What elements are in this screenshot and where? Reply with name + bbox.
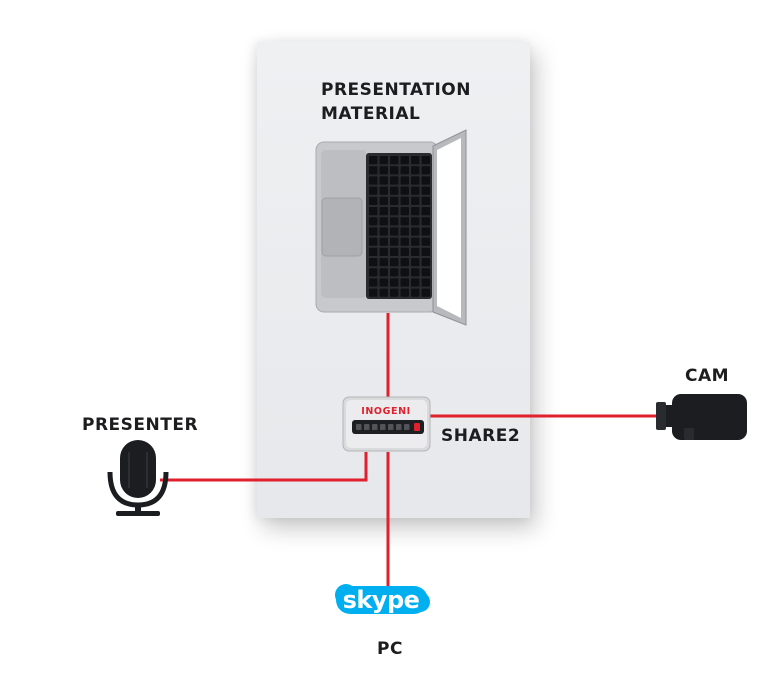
label-presentation-material-line1: PRESENTATION: [321, 80, 471, 100]
skype-logo: skype: [335, 584, 430, 614]
inogeni-share2-icon: INOGENI: [342, 396, 431, 452]
laptop-icon: [315, 129, 467, 326]
device-brand-text: INOGENI: [361, 406, 411, 417]
skype-logo-text: skype: [343, 586, 420, 614]
label-pc: PC: [377, 639, 403, 659]
label-cam: CAM: [685, 366, 730, 386]
camera-icon: [656, 394, 747, 440]
cable-share2-to-microphone: [160, 452, 368, 482]
label-share2: SHARE2: [441, 426, 521, 446]
label-presentation-material-line2: MATERIAL: [321, 104, 421, 124]
microphone-icon: [107, 440, 169, 516]
label-presenter: PRESENTER: [82, 415, 199, 435]
cables: [160, 313, 658, 588]
